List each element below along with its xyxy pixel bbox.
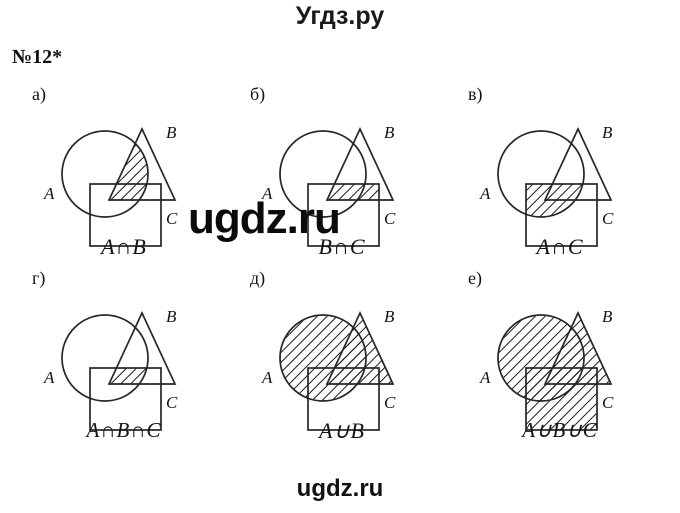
panel-e-formula: A∪B∪C — [522, 418, 598, 442]
circle-a — [497, 314, 585, 402]
panel-d: д) A B C A∪B — [232, 268, 452, 458]
panel-v-diagram: A B C — [479, 123, 614, 247]
label-circle-a: A — [43, 368, 55, 387]
circle-a — [279, 314, 367, 402]
panel-v-letter: в) — [468, 84, 483, 104]
panel-e-letter: е) — [468, 268, 482, 288]
label-circle-a: A — [479, 368, 491, 387]
label-square-c: C — [384, 209, 396, 228]
circle-a — [497, 130, 585, 218]
square-c — [525, 367, 598, 431]
shaded-region-g — [109, 368, 148, 384]
triangle-b — [543, 310, 613, 385]
panel-g: г) A B C A — [14, 268, 234, 458]
site-header-title: Угдз.ру — [295, 2, 385, 30]
circle-a — [61, 314, 149, 402]
square-c — [307, 367, 380, 431]
square-c — [525, 183, 598, 247]
square-c — [89, 367, 162, 431]
label-triangle-b: B — [602, 123, 613, 142]
label-circle-a: A — [479, 184, 491, 203]
panel-g-letter: г) — [32, 268, 46, 288]
label-square-c: C — [384, 393, 396, 412]
circle-a — [61, 130, 149, 218]
shaded-region-b — [327, 184, 379, 200]
triangle-b — [543, 126, 613, 201]
shaded-region-v — [526, 184, 584, 217]
panel-d-letter: д) — [250, 268, 266, 288]
label-square-c: C — [166, 209, 178, 228]
panel-a-formula: A∩B — [101, 234, 147, 259]
panel-g-formula: A∩B∩C — [86, 418, 162, 442]
panel-b-diagram: A B C — [261, 123, 396, 247]
panel-e-diagram: A B C — [479, 307, 614, 431]
label-circle-a: A — [261, 368, 273, 387]
shaded-region-e — [498, 313, 611, 430]
label-square-c: C — [602, 393, 614, 412]
triangle-b — [107, 310, 177, 385]
panel-g-diagram: A B C — [43, 307, 178, 431]
panel-v: в) A B C A∩C — [450, 84, 670, 274]
triangle-b — [325, 126, 395, 201]
square-c — [89, 183, 162, 247]
label-circle-a: A — [43, 184, 55, 203]
label-triangle-b: B — [602, 307, 613, 326]
panel-b-formula: B∩C — [318, 234, 366, 259]
label-triangle-b: B — [384, 123, 395, 142]
label-square-c: C — [602, 209, 614, 228]
task-number: №12* — [12, 46, 63, 68]
panel-a-diagram: A B C — [43, 123, 178, 247]
square-c — [307, 183, 380, 247]
triangle-b — [107, 126, 177, 201]
panel-d-diagram: A B C — [261, 307, 396, 431]
label-circle-a: A — [261, 184, 273, 203]
panel-e: е) A B C A∪B∪C — [450, 268, 670, 458]
panel-b-letter: б) — [250, 84, 266, 104]
site-footer-title: ugdz.ru — [296, 475, 384, 502]
triangle-b — [325, 310, 395, 385]
panel-b: б) A B C B∩C — [232, 84, 452, 274]
label-triangle-b: B — [166, 307, 177, 326]
panel-d-formula: A∪B — [319, 418, 365, 443]
circle-a — [279, 130, 367, 218]
panel-a: а) A B C A∩B — [14, 84, 234, 274]
label-square-c: C — [166, 393, 178, 412]
label-triangle-b: B — [166, 123, 177, 142]
panel-a-letter: а) — [32, 84, 46, 104]
shaded-region-d — [280, 313, 393, 401]
label-triangle-b: B — [384, 307, 395, 326]
panel-v-formula: A∩C — [536, 234, 584, 259]
shaded-region-a — [109, 131, 148, 200]
